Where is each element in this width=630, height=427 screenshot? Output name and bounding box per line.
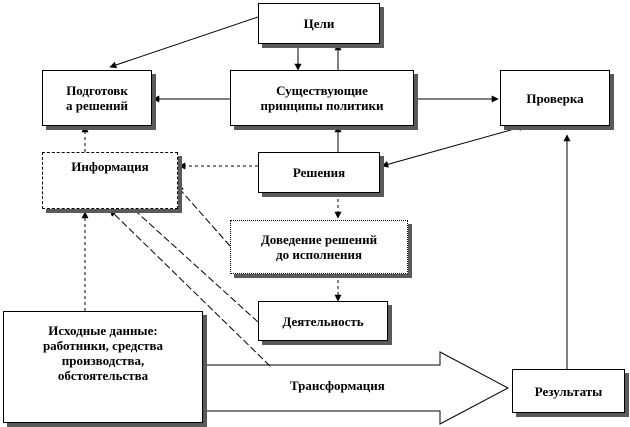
- arrow-transformation-to-info: [109, 209, 271, 367]
- arrow-activity-to-info: [129, 205, 259, 323]
- node-decisions: Решения: [258, 152, 380, 193]
- arrow-goals-to-prep: [109, 16, 259, 69]
- node-decision-preparation: Подготовк а решений: [42, 70, 152, 126]
- node-goals: Цели: [258, 3, 380, 44]
- node-activity: Деятельность: [258, 301, 388, 341]
- transformation-label: Трансформация: [290, 378, 385, 393]
- node-check: Проверка: [500, 70, 610, 126]
- arrow-bringing-to-info: [176, 185, 231, 247]
- node-bringing-to-execution: Доведение решений до исполнения: [230, 220, 408, 274]
- node-results: Результаты: [512, 369, 625, 413]
- transformation-arrow: [204, 351, 510, 425]
- node-existing-policy-principles: Существующие принципы политики: [230, 70, 414, 126]
- node-initial-data: Исходные данные: работники, средства про…: [3, 311, 203, 423]
- node-information: Информация: [42, 152, 178, 209]
- arrow-decisions-check-both: [381, 124, 526, 168]
